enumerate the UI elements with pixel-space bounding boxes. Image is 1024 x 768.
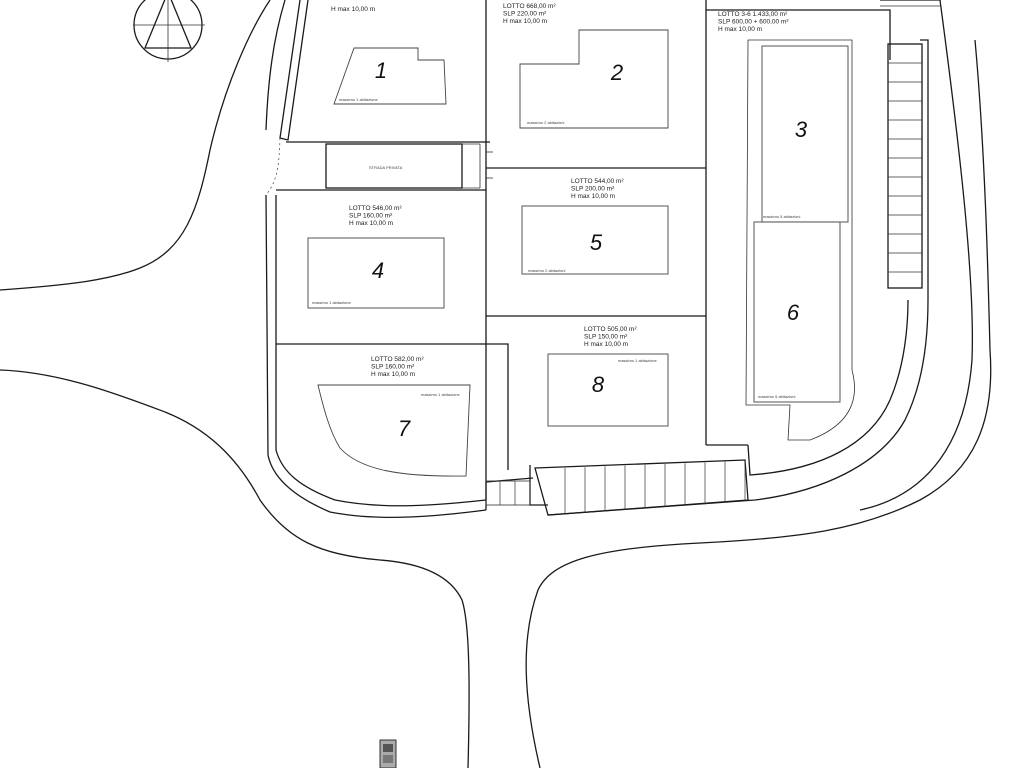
private-road: STRADA PRIVATA — [325, 143, 493, 189]
lot-note: massimo 1 abitazione — [339, 97, 378, 102]
footprint-5 — [521, 205, 669, 275]
lot-number: 7 — [398, 416, 411, 441]
location-marker-icon — [379, 739, 397, 768]
lot-number: 5 — [590, 230, 603, 255]
lot-info-line2: SLP 160,00 m² — [371, 364, 415, 371]
lot-number: 4 — [372, 258, 384, 283]
parking-east-stalls — [888, 62, 922, 273]
parking-gate — [485, 480, 531, 506]
lot-note: massimo 1 abitazione — [312, 300, 351, 305]
lot-info-line2: SLP 200,00 m² — [571, 186, 615, 193]
lot-note: massimo 1 abitazione — [421, 392, 460, 397]
footprint-7 — [317, 384, 471, 477]
lot-note: massimo 2 abitazioni — [527, 120, 564, 125]
lot-info-line3: H max 10,00 m — [349, 220, 393, 227]
street-label: STRADA PRIVATA — [369, 165, 403, 170]
footprints — [307, 29, 855, 477]
lot-note: massimo 1 abitazione — [618, 358, 657, 363]
lot-info-line1: LOTTO 544,00 m² — [571, 178, 624, 185]
footprint-3 — [761, 45, 849, 223]
lot-number: 1 — [375, 58, 387, 83]
footprint-2 — [519, 29, 669, 129]
lot-number: 3 — [795, 117, 808, 142]
lot-3-6-boundary — [745, 39, 855, 441]
lot-note: massimo 5 abitazioni — [758, 394, 795, 399]
footprint-1 — [333, 47, 447, 105]
parking-south — [534, 459, 749, 516]
lot-info-line3: H max 10,00 m — [331, 6, 375, 13]
lot-number: 6 — [787, 300, 800, 325]
lot-boundaries — [276, 0, 940, 500]
parking-east — [887, 43, 923, 289]
parking-south-stalls — [564, 460, 746, 514]
road-outlines — [0, 0, 992, 768]
lot-info-line2: SLP 150,00 m² — [584, 334, 628, 341]
lot-note: massimo 2 abitazioni — [528, 268, 565, 273]
lot-info-line1: LOTTO 546,00 m² — [349, 205, 402, 212]
lot-info-line1: LOTTO 3-6 1.433,00 m² — [718, 11, 788, 18]
lot-info-line2: SLP 220,00 m² — [503, 11, 547, 18]
lot-info-line2: SLP 600,00 + 600,00 m² — [718, 19, 789, 26]
footprint-8 — [547, 353, 669, 427]
footprint-4 — [307, 237, 445, 309]
lot-info-line3: H max 10,00 m — [371, 371, 415, 378]
lot-info-line3: H max 10,00 m — [718, 26, 762, 33]
lot-info-line1: LOTTO 582,00 m² — [371, 356, 424, 363]
lot-info-line1: LOTTO 668,00 m² — [503, 3, 556, 10]
lot-info-line2: SLP 160,00 m² — [349, 213, 393, 220]
footprint-6 — [753, 221, 841, 403]
lot-number: 2 — [610, 60, 623, 85]
lot-info-line3: H max 10,00 m — [571, 193, 615, 200]
north-arrow-icon — [133, 0, 205, 62]
lot-info-line1: LOTTO 505,00 m² — [584, 326, 637, 333]
lot-number: 8 — [592, 372, 605, 397]
lot-info-line3: H max 10,00 m — [503, 18, 547, 25]
lot-info-line3: H max 10,00 m — [584, 341, 628, 348]
lot-note: massimo 5 abitazioni — [763, 214, 800, 219]
